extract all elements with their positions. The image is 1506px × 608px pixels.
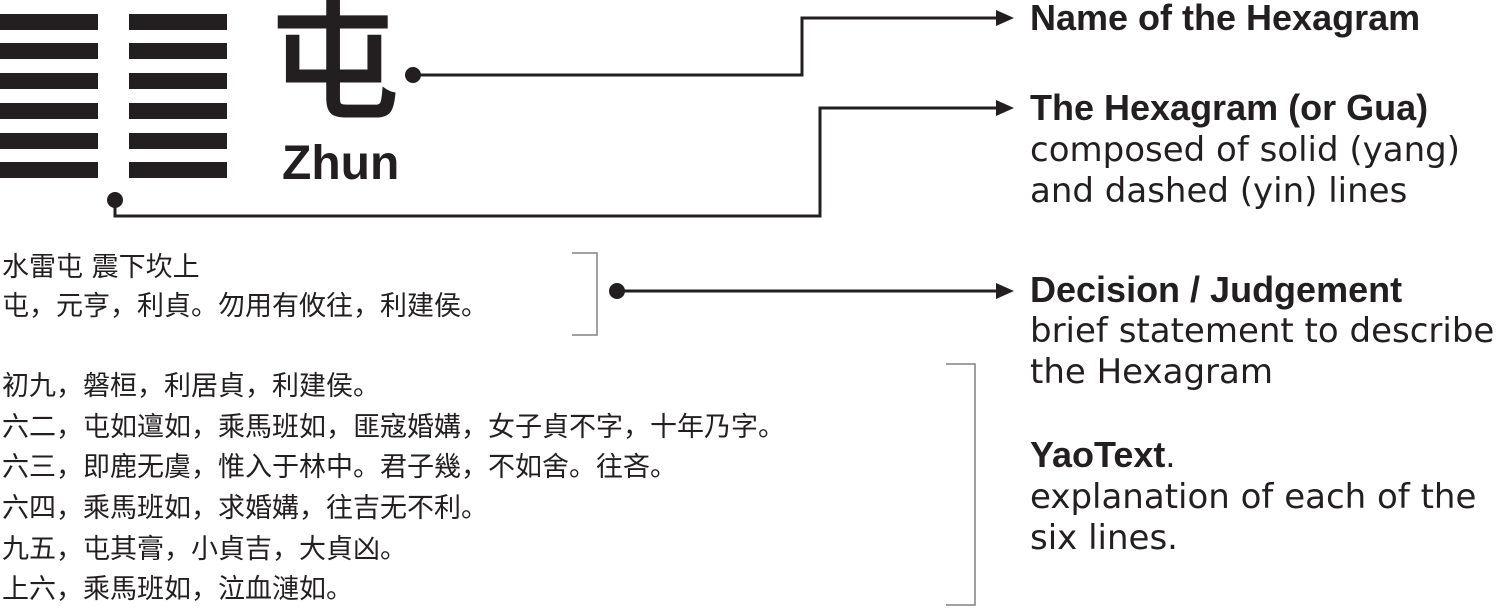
yao-line-3: 六三，即鹿无虞，惟入于林中。君子幾，不如舍。往吝。: [2, 452, 677, 483]
judgement-line-2: 屯，元亨，利貞。勿用有攸往，利建侯。: [2, 291, 488, 322]
label-yao-desc-1: explanation of each of the: [1030, 477, 1477, 517]
bracket-yao: [946, 363, 976, 606]
hexagram-line-3-left: [0, 73, 98, 89]
hexagram-line-1-right: [129, 14, 227, 30]
hexagram-line-2-right: [129, 43, 227, 59]
yao-line-4: 六四，乘馬班如，求婚媾，往吉无不利。: [2, 493, 488, 524]
judgement-line-1: 水雷屯 震下坎上: [2, 252, 200, 283]
hexagram-line-3-right: [129, 73, 227, 89]
label-yao-title: YaoText.: [1030, 434, 1176, 475]
label-gua-desc-1: composed of solid (yang): [1030, 130, 1461, 170]
label-decision-desc-2: the Hexagram: [1030, 352, 1273, 392]
connector-decision: [572, 252, 1014, 336]
connector-gua: [107, 100, 1014, 218]
yao-line-6: 上六，乘馬班如，泣血漣如。: [2, 574, 353, 605]
connector-name: [405, 10, 1014, 83]
yao-line-1: 初九，磐桓，利居貞，利建侯。: [2, 371, 380, 402]
hexagram-line-4-right: [129, 103, 227, 119]
hexagram-line-4-left: [0, 103, 98, 119]
label-decision-title: Decision / Judgement: [1030, 269, 1403, 310]
label-name-title: Name of the Hexagram: [1030, 0, 1421, 38]
label-yao-desc-2: six lines.: [1030, 518, 1178, 558]
hexagram-line-6-right: [129, 162, 227, 178]
label-gua-desc-2: and dashed (yin) lines: [1030, 171, 1408, 211]
hexagram-line-2-left: [0, 43, 98, 59]
label-gua-title: The Hexagram (or Gua): [1030, 87, 1429, 128]
hexagram-romanization: Zhun: [282, 137, 400, 190]
hexagram-line-1-left: [0, 14, 98, 30]
hexagram-lines: [0, 14, 227, 178]
label-decision-desc-1: brief statement to describe: [1030, 311, 1495, 351]
hexagram-line-5-left: [0, 133, 98, 149]
yao-line-5: 九五，屯其膏，小貞吉，大貞凶。: [2, 534, 407, 565]
hexagram-character: 屯: [270, 0, 399, 138]
hexagram-line-6-left: [0, 162, 98, 178]
yao-line-2: 六二，屯如邅如，乘馬班如，匪寇婚媾，女子貞不字，十年乃字。: [2, 412, 785, 443]
hexagram-line-5-right: [129, 133, 227, 149]
